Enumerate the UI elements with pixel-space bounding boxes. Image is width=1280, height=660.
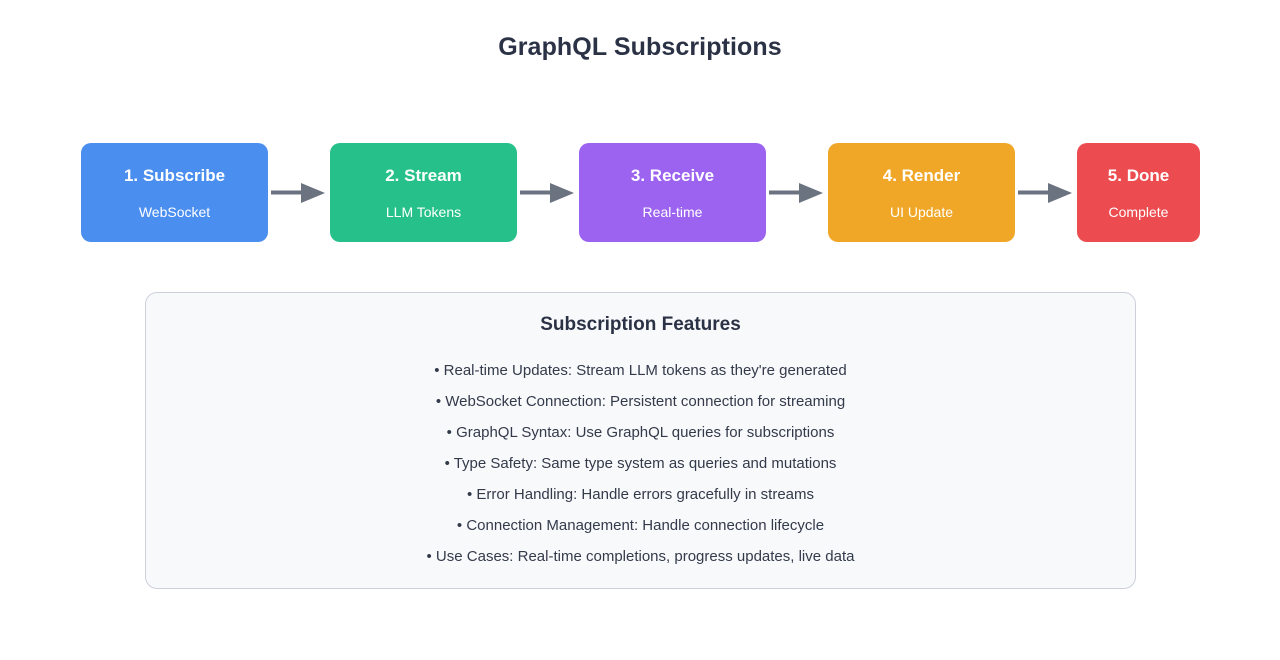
flow-node-render[interactable]: 4. Render UI Update: [828, 143, 1015, 242]
flow-node-subtitle: Complete: [1108, 203, 1169, 220]
arrow-right-icon: [1015, 143, 1077, 242]
list-item: • GraphQL Syntax: Use GraphQL queries fo…: [446, 424, 835, 441]
list-item: • Real-time Updates: Stream LLM tokens a…: [434, 362, 847, 379]
list-item: • Connection Management: Handle connecti…: [456, 517, 825, 534]
arrow-right-icon: [766, 143, 828, 242]
flow-node-title: 4. Render: [882, 165, 961, 185]
flow-node-subscribe[interactable]: 1. Subscribe WebSocket: [81, 143, 268, 242]
flow-node-title: 1. Subscribe: [123, 165, 226, 185]
flow-node-title: 5. Done: [1107, 165, 1170, 185]
list-item: • Type Safety: Same type system as queri…: [444, 455, 837, 472]
flow-node-title: 2. Stream: [385, 165, 462, 185]
flow-node-stream[interactable]: 2. Stream LLM Tokens: [330, 143, 517, 242]
flow-node-receive[interactable]: 3. Receive Real-time: [579, 143, 766, 242]
list-item: • Use Cases: Real-time completions, prog…: [426, 548, 855, 565]
process-flow-diagram: 1. Subscribe WebSocket 2. Stream LLM Tok…: [81, 143, 1200, 242]
flow-node-title: 3. Receive: [630, 165, 715, 185]
flow-node-subtitle: LLM Tokens: [385, 203, 462, 220]
list-item: • Error Handling: Handle errors graceful…: [466, 486, 815, 503]
arrow-right-icon: [517, 143, 579, 242]
list-item: • WebSocket Connection: Persistent conne…: [435, 393, 846, 410]
panel-heading: Subscription Features: [540, 314, 741, 335]
features-list: • Real-time Updates: Stream LLM tokens a…: [146, 355, 1135, 572]
page-title: GraphQL Subscriptions: [498, 33, 782, 61]
flow-node-subtitle: UI Update: [889, 203, 954, 220]
flow-node-done[interactable]: 5. Done Complete: [1077, 143, 1200, 242]
flow-node-subtitle: WebSocket: [138, 203, 211, 220]
subscription-features-panel: Subscription Features • Real-time Update…: [145, 292, 1136, 589]
flow-node-subtitle: Real-time: [642, 203, 703, 220]
arrow-right-icon: [268, 143, 330, 242]
